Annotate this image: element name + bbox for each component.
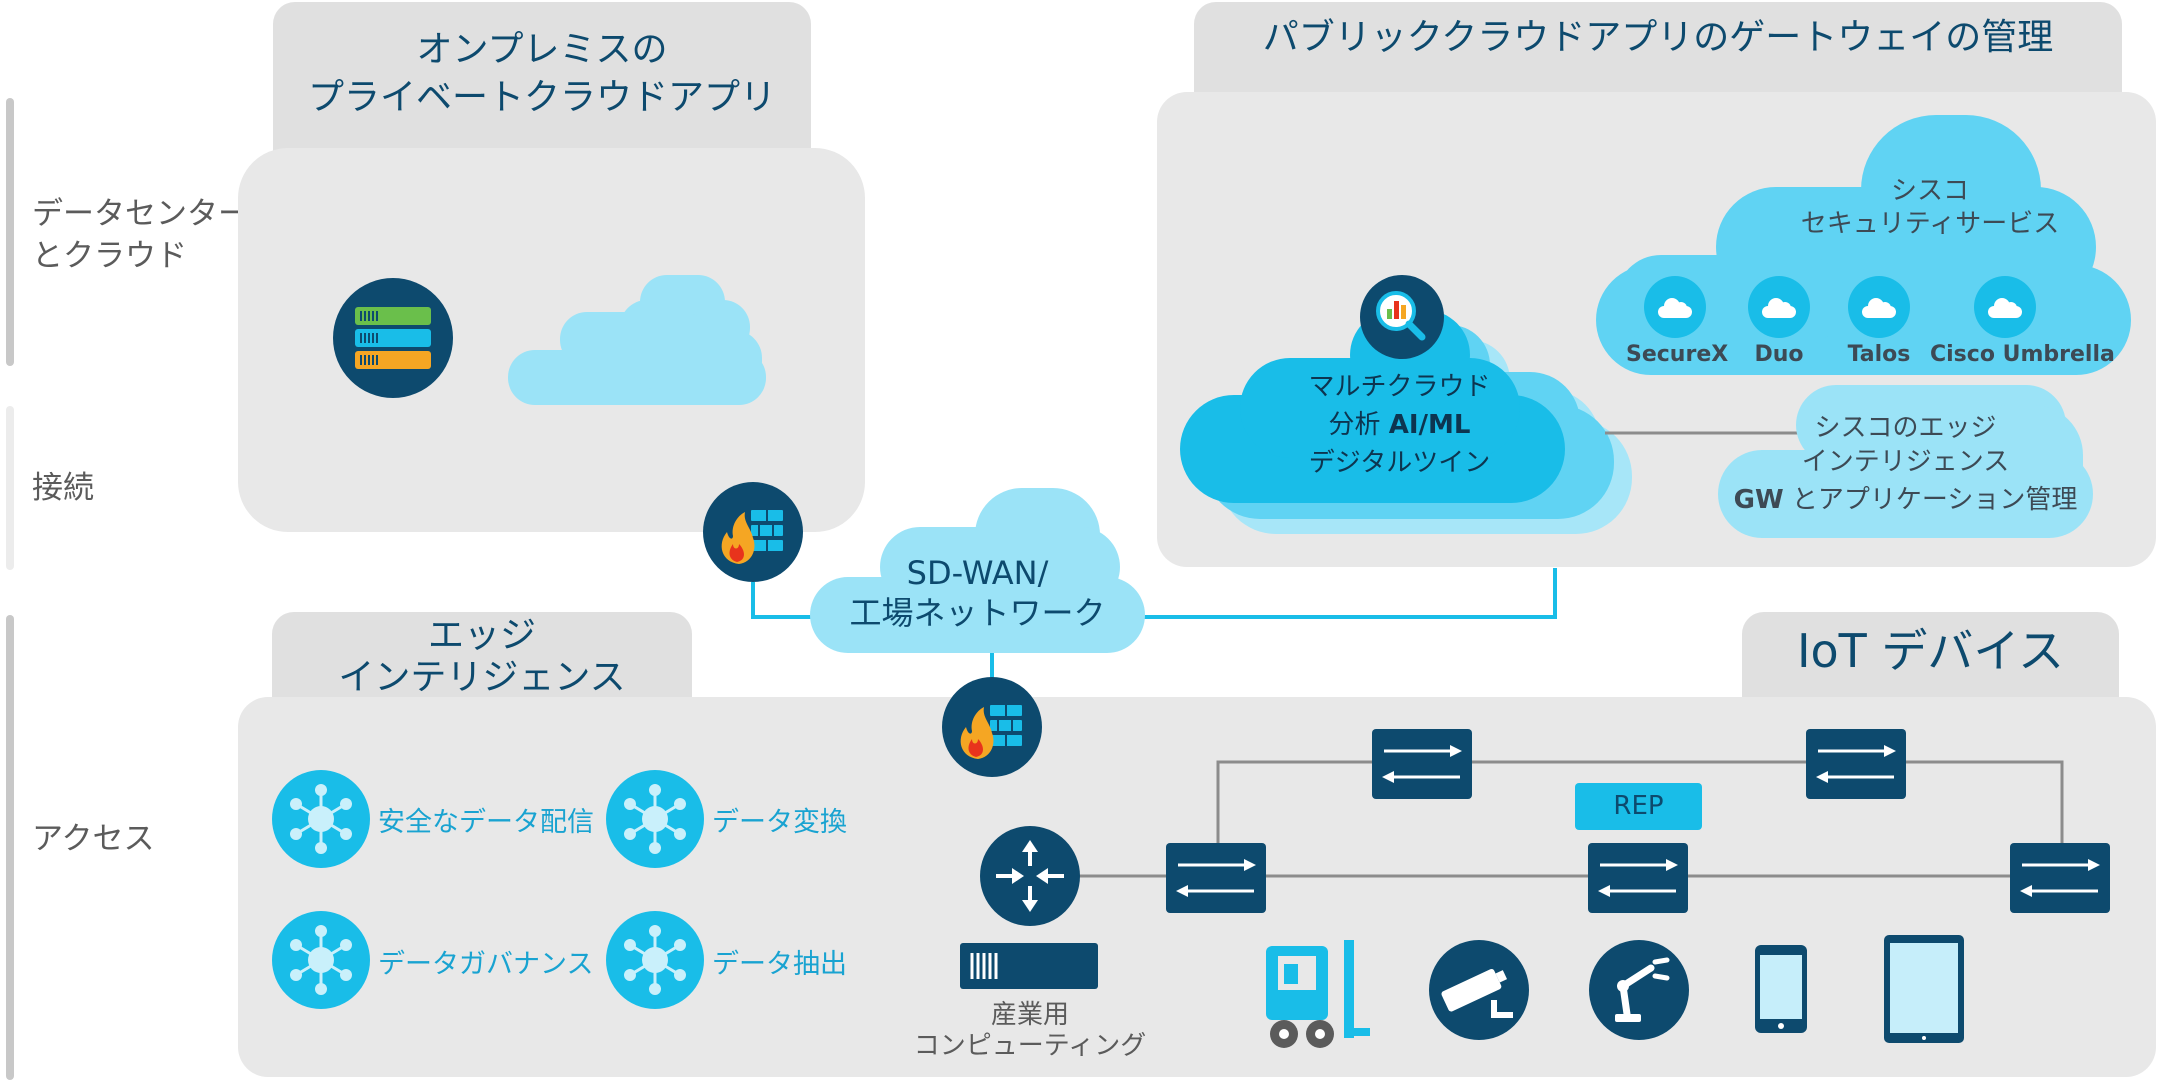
edge-item-data-transform: データ変換 <box>712 807 847 838</box>
edge-mgmt-line1: シスコのエッジ <box>1814 413 1997 443</box>
layer-label-datacenter: データセンター とクラウド <box>32 193 249 277</box>
multicloud-line2-b: AI/ML <box>1388 410 1471 440</box>
rep-badge: REP <box>1575 783 1702 830</box>
hub-icon-data-extraction <box>606 911 704 1009</box>
layer-label-datacenter-line1: データセンター <box>32 196 249 232</box>
robot-arm-icon <box>1589 940 1689 1040</box>
securex-cloud-icon <box>1644 276 1706 338</box>
tablet-icon <box>1884 935 1964 1043</box>
edge-title-line1: エッジ <box>427 615 536 656</box>
iot-title: IoT デバイス <box>1796 624 2065 678</box>
sdwan-cloud <box>810 488 1145 653</box>
hub-icon-secure-delivery <box>272 770 370 868</box>
smartphone-icon <box>1755 945 1807 1033</box>
talos-cloud-icon <box>1848 276 1910 338</box>
camera-icon <box>1429 940 1529 1040</box>
firewall-icon-top <box>703 482 803 582</box>
forklift-icon <box>1266 940 1370 1048</box>
edge-title-line2: インテリジェンス <box>338 657 626 698</box>
multicloud-cloud <box>1180 310 1632 534</box>
onprem-title-tab: オンプレミスの プライベートクラウドアプリ <box>273 2 811 152</box>
security-title-line1: シスコ <box>1890 176 1969 206</box>
edge-mgmt-line3-b: とアプリケーション管理 <box>1783 485 2078 515</box>
switch-icon-3 <box>1806 729 1906 799</box>
multicloud-line2: 分析 AI/ML <box>1222 406 1577 444</box>
industrial-computing-line1: 産業用 <box>990 1000 1069 1030</box>
edge-mgmt-line3: GW とアプリケーション管理 <box>1718 483 2093 517</box>
private-cloud-icon <box>508 275 766 405</box>
edge-item-data-governance: データガバナンス <box>378 949 594 980</box>
switch-icon-5 <box>2010 843 2110 913</box>
sdwan-line1: SD-WAN/ <box>906 554 1049 592</box>
layer-bar-connect <box>6 406 14 570</box>
service-label-talos: Talos <box>1847 342 1911 367</box>
switch-icon-2 <box>1372 729 1472 799</box>
layer-label-access: アクセス <box>32 821 155 857</box>
firewall-icon-bottom <box>942 677 1042 777</box>
security-services-title: シスコ セキュリティサービス <box>1780 175 2080 241</box>
server-stack-icon <box>333 278 453 398</box>
sdwan-text: SD-WAN/ 工場ネットワーク <box>810 553 1145 633</box>
onprem-title-line1: オンプレミスの <box>416 29 668 70</box>
umbrella-cloud-icon <box>1974 276 2036 338</box>
multicloud-text: マルチクラウド 分析 AI/ML デジタルツイン <box>1222 368 1577 482</box>
edge-item-secure-delivery: 安全なデータ配信 <box>378 807 594 838</box>
industrial-computer-icon <box>960 943 1098 989</box>
edge-mgmt-line2: インテリジェンス <box>1801 447 2010 477</box>
industrial-computing-label: 産業用 コンピューティング <box>900 1000 1160 1062</box>
layer-label-connect: 接続 <box>32 470 94 506</box>
multicloud-line3: デジタルツイン <box>1308 448 1491 478</box>
multicloud-line1: マルチクラウド <box>1308 372 1491 402</box>
service-label-duo: Duo <box>1754 342 1804 367</box>
layer-label-datacenter-line2: とクラウド <box>32 238 187 274</box>
security-title-line2: セキュリティサービス <box>1800 209 2060 239</box>
duo-cloud-icon <box>1748 276 1810 338</box>
industrial-computing-line2: コンピューティング <box>913 1031 1147 1061</box>
router-icon <box>980 826 1080 926</box>
edge-mgmt-link <box>1605 431 1805 435</box>
service-label-securex: SecureX <box>1626 342 1729 367</box>
onprem-title-line2: プライベートクラウドアプリ <box>307 77 776 118</box>
switch-icon-4 <box>1588 843 1688 913</box>
rep-label: REP <box>1613 791 1664 821</box>
edge-mgmt-line3-a: GW <box>1733 485 1784 515</box>
switch-icon-1 <box>1166 843 1266 913</box>
public-title-tab: パブリッククラウドアプリのゲートウェイの管理 <box>1194 2 2122 98</box>
edge-item-data-extraction: データ抽出 <box>712 949 847 980</box>
hub-icon-data-transform <box>606 770 704 868</box>
layer-bar-access <box>6 615 14 1080</box>
multicloud-line2-a: 分析 <box>1328 410 1389 440</box>
hub-icon-data-governance <box>272 911 370 1009</box>
analytics-magnifier-icon <box>1360 275 1444 359</box>
layer-bar-datacenter <box>6 98 14 366</box>
edge-mgmt-text: シスコのエッジ インテリジェンス GW とアプリケーション管理 <box>1718 411 2093 517</box>
public-title: パブリッククラウドアプリのゲートウェイの管理 <box>1262 17 2054 58</box>
sdwan-line2: 工場ネットワーク <box>849 594 1106 632</box>
edge-mgmt-cloud <box>1718 385 2093 538</box>
